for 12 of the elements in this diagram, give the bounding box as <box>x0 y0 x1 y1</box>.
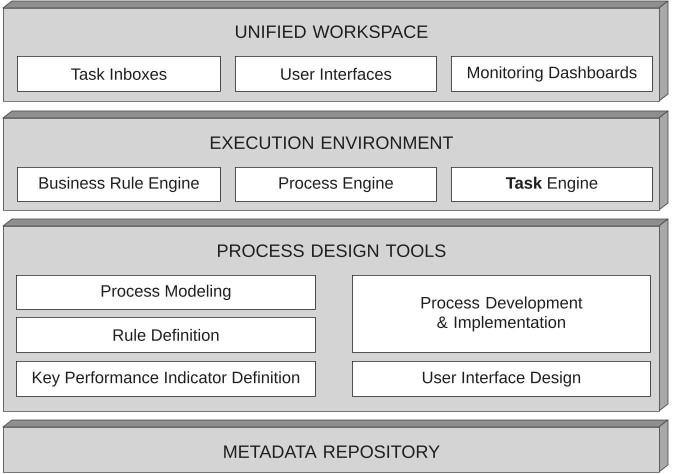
component-box: Business Rule Engine <box>17 167 221 202</box>
component-box: Process Engine <box>235 167 437 202</box>
component-box: Key Performance Indicator Definition <box>16 361 316 397</box>
component-box: User Interface Design <box>352 361 651 397</box>
component-box: Task Inboxes <box>17 56 221 92</box>
component-box: Monitoring Dashboards <box>451 56 653 92</box>
component-box: Process Development & Implementation <box>352 275 651 353</box>
layer-panel: METADATA REPOSITORY <box>2 420 668 473</box>
component-box: User Interfaces <box>235 56 437 92</box>
component-box: Process Modeling <box>16 275 316 310</box>
component-box: Task Engine <box>451 167 653 202</box>
component-box: Rule Definition <box>16 317 316 353</box>
